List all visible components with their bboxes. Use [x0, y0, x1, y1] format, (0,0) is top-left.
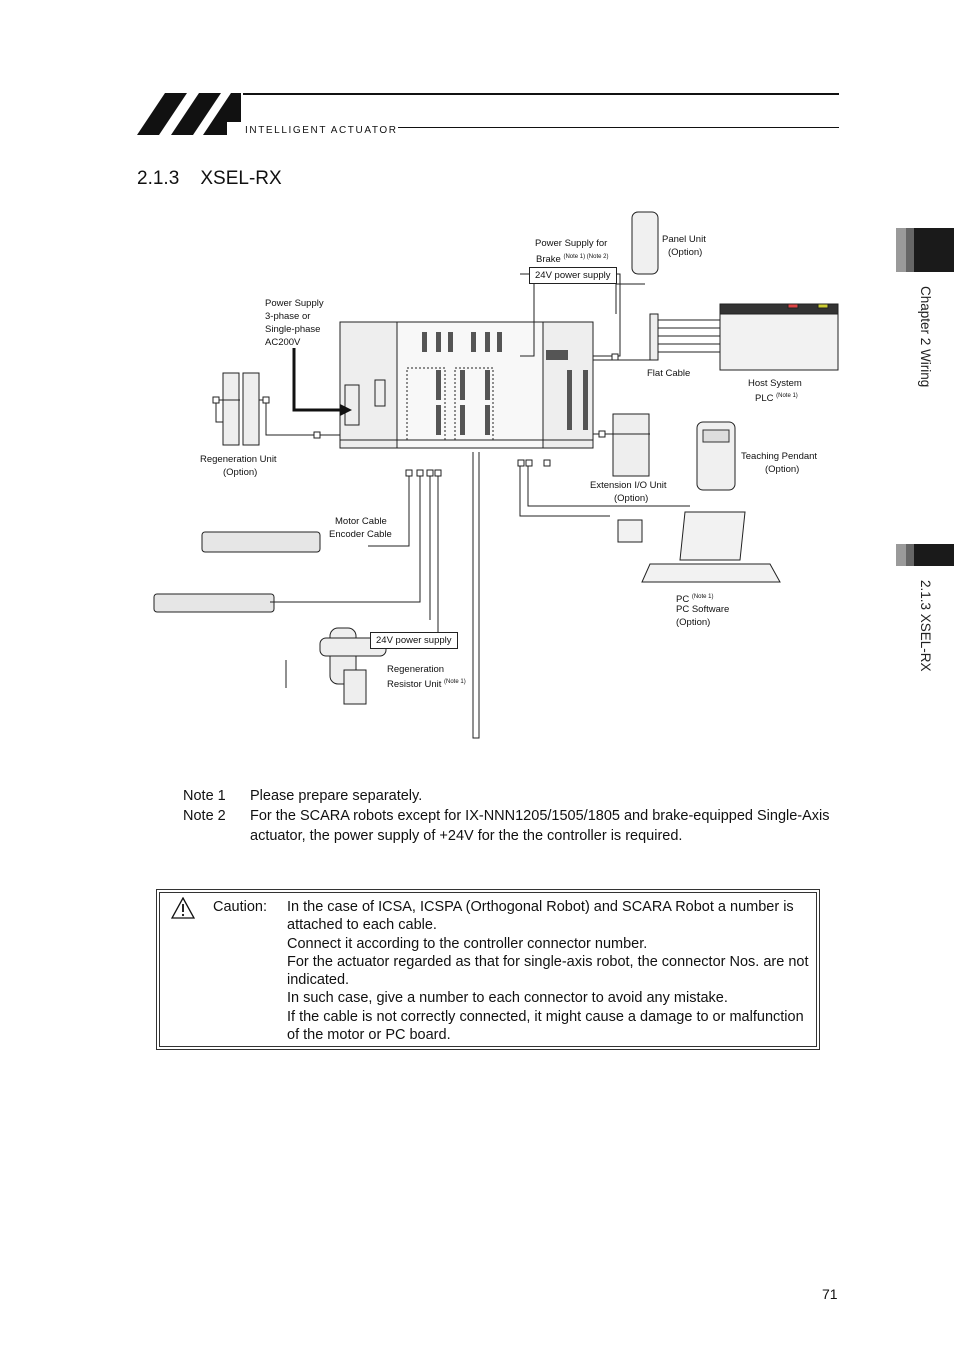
label-panel-unit-option: (Option): [668, 247, 703, 258]
note-text: Please prepare separately.: [250, 788, 423, 804]
label-regen-resistor-2: Resistor Unit (Note 1): [387, 679, 466, 691]
extension-io-device: [612, 413, 650, 477]
caution-box: Caution: In the case of ICSA, ICSPA (Ort…: [156, 889, 820, 1050]
caution-line: Connect it according to the controller c…: [287, 935, 648, 952]
xsel-controller: [339, 321, 594, 449]
caution-line: In the case of ICSA, ICSPA (Orthogonal R…: [287, 899, 794, 934]
regeneration-units: [222, 372, 260, 446]
label-24v-power-bottom: 24V power supply: [370, 632, 458, 649]
note-text: For the SCARA robots except for IX-NNN12…: [250, 808, 830, 844]
chapter-tab-label: Chapter 2 Wiring: [918, 286, 933, 388]
notes: Note 1 Please prepare separately. Note 2…: [183, 786, 830, 846]
caution-line: In such case, give a number to each conn…: [287, 990, 728, 1007]
flat-cable-device: [649, 313, 720, 361]
section-title: 2.1.3 XSEL-RX: [137, 168, 282, 189]
label-pc-software: PC Software: [676, 604, 730, 615]
chapter-tab-marker: [896, 228, 954, 272]
label-pc: PC (Note 1): [676, 594, 714, 606]
header-rule-bottom: [398, 127, 839, 128]
label-power-supply-brake: Power Supply for: [535, 238, 608, 249]
brand-text: INTELLIGENT ACTUATOR: [245, 125, 398, 136]
label-host-system: Host System: [748, 378, 802, 389]
label-encoder-cable: Encoder Cable: [329, 529, 392, 540]
scara-robot: [285, 627, 387, 705]
label-regeneration-unit: Regeneration Unit: [200, 454, 277, 465]
label-regeneration-unit-option: (Option): [223, 467, 258, 478]
actuators: [153, 531, 321, 613]
label-power-main-1: Power Supply: [265, 298, 324, 309]
note-key: Note 1: [183, 788, 226, 804]
caution-label: Caution:: [213, 899, 268, 915]
label-flat-cable: Flat Cable: [647, 368, 691, 379]
note-item: Note 1 Please prepare separately.: [183, 786, 830, 806]
label-teaching-pendant: Teaching Pendant: [741, 451, 818, 462]
label-power-main-3: Single-phase: [265, 324, 321, 335]
caution-line: If the cable is not correctly connected,…: [287, 1008, 804, 1044]
section-tab-marker: [896, 544, 954, 566]
label-power-main-4: AC200V: [265, 337, 301, 348]
note-key: Note 2: [183, 808, 226, 824]
caution-text: In the case of ICSA, ICSPA (Orthogonal R…: [287, 898, 817, 1044]
wiring-diagram: [153, 211, 839, 739]
label-power-supply-brake-2: Brake (Note 1) (Note 2): [536, 254, 609, 266]
label-host-plc: PLC (Note 1): [755, 393, 798, 405]
iai-logo: [137, 93, 241, 135]
warning-icon: [171, 897, 195, 919]
section-tab-label: 2.1.3 XSEL-RX: [918, 580, 933, 672]
label-extension-io-option: (Option): [614, 493, 649, 504]
note-item: Note 2 For the SCARA robots except for I…: [183, 806, 830, 846]
label-power-main-2: 3-phase or: [265, 311, 311, 322]
panel-unit-device: [631, 211, 659, 275]
caution-line: For the actuator regarded as that for si…: [287, 953, 809, 989]
label-teaching-pendant-option: (Option): [765, 464, 800, 475]
label-panel-unit: Panel Unit: [662, 234, 706, 245]
label-24v-power-top: 24V power supply: [529, 267, 617, 284]
label-motor-cable: Motor Cable: [335, 516, 387, 527]
label-regen-resistor-1: Regeneration: [387, 664, 445, 675]
host-plc-device: [719, 303, 839, 371]
pc-device: [617, 511, 781, 583]
label-extension-io: Extension I/O Unit: [590, 480, 667, 491]
header-rule-top: [243, 93, 839, 95]
page-number: 71: [822, 1286, 838, 1302]
label-pc-option: (Option): [676, 617, 711, 628]
